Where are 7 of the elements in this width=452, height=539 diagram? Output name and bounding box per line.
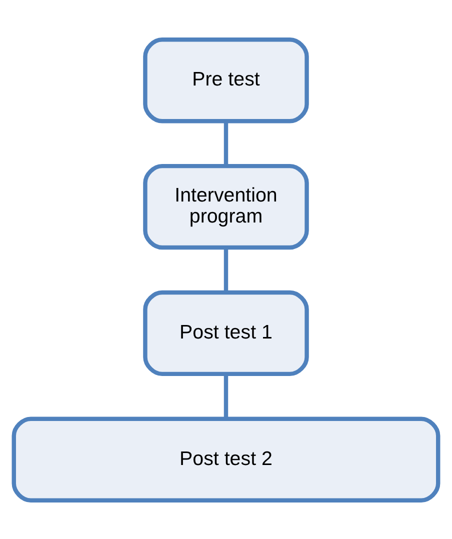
node-box: Post test 1 (143, 290, 309, 376)
connector (224, 247, 228, 292)
node-box: Pre test (143, 37, 309, 123)
node-box: Intervention program (143, 163, 309, 250)
connector (224, 374, 228, 418)
connector (224, 121, 228, 166)
node-box: Post test 2 (12, 416, 440, 502)
